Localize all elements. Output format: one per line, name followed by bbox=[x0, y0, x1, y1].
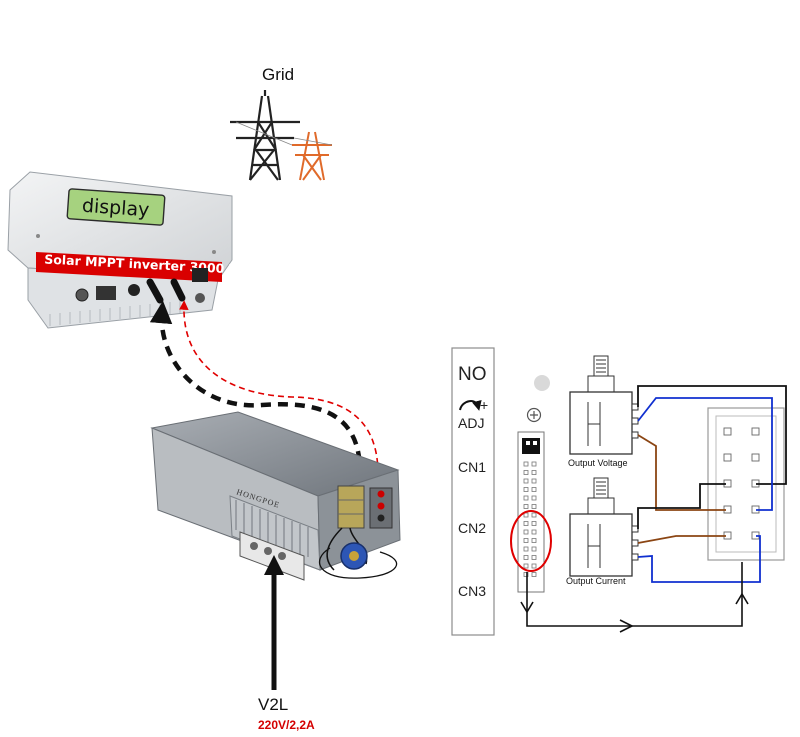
pot-output-current: Output Current bbox=[566, 477, 639, 586]
connector-pin bbox=[523, 470, 529, 475]
connector-pin bbox=[523, 555, 529, 560]
connector-pin bbox=[523, 512, 529, 518]
power-supply-unit: HONGPOE bbox=[150, 411, 401, 581]
control-wires bbox=[637, 385, 787, 583]
connector-pin bbox=[523, 572, 529, 577]
cn1-label: CN1 bbox=[458, 459, 486, 475]
header-pin bbox=[723, 427, 732, 436]
output-current-label: Output Current bbox=[566, 576, 626, 586]
v2l-label: V2L bbox=[258, 695, 288, 714]
connector-pin bbox=[523, 487, 529, 492]
connector-pin bbox=[531, 461, 537, 467]
connector-pin bbox=[531, 538, 537, 543]
connector-pin bbox=[531, 478, 537, 484]
inverter-connectors bbox=[75, 268, 208, 304]
v2l-rating-label: 220V/2,2A bbox=[258, 718, 315, 732]
status-led-icon bbox=[534, 375, 550, 391]
connector-pin bbox=[523, 461, 529, 467]
adjust-rotate-icon bbox=[459, 399, 482, 411]
black-dashed-cable bbox=[149, 300, 363, 479]
inverter-banner bbox=[36, 252, 222, 282]
v2l-input: V2L 220V/2,2A bbox=[258, 555, 315, 732]
potentiometer-icon bbox=[319, 527, 398, 579]
connector-pin bbox=[523, 478, 529, 484]
connector-pin bbox=[523, 529, 529, 535]
ac-terminal-block bbox=[239, 531, 305, 581]
pot-output-voltage: Output Voltage bbox=[568, 355, 639, 468]
no-label: NO bbox=[458, 364, 487, 385]
connector-pin bbox=[523, 563, 529, 569]
red-dashed-cable bbox=[179, 300, 379, 475]
connector-pin bbox=[531, 487, 537, 492]
output-voltage-label: Output Voltage bbox=[568, 458, 628, 468]
connector-pin bbox=[523, 504, 529, 509]
connector-pin bbox=[531, 546, 537, 552]
grid-label: Grid bbox=[262, 65, 294, 84]
cn2-label: CN2 bbox=[458, 520, 486, 536]
connector-pin bbox=[531, 555, 537, 560]
solar-inverter: display Solar MPPT inverter 3000 WP bbox=[7, 171, 252, 329]
header-pin bbox=[751, 427, 760, 436]
trimmer-icon bbox=[526, 407, 542, 423]
adj-plus-label: + bbox=[480, 397, 488, 413]
display-label: display bbox=[81, 195, 150, 222]
connector-pin bbox=[523, 521, 529, 526]
dc-output-terminals bbox=[369, 487, 393, 529]
connector-pin bbox=[531, 563, 537, 569]
connector-pin bbox=[531, 512, 537, 518]
connector-pin bbox=[531, 470, 537, 475]
cn3-label: CN3 bbox=[458, 583, 486, 599]
connector-pin bbox=[523, 495, 529, 501]
grid-group: Grid bbox=[230, 65, 333, 181]
connector-pin bbox=[531, 572, 537, 577]
connector-pin bbox=[531, 529, 537, 535]
cn2-highlight bbox=[510, 510, 552, 572]
header-pin bbox=[751, 453, 760, 462]
control-strip: NO + ADJ CN1 CN2 CN3 bbox=[451, 347, 495, 636]
inverter-display bbox=[66, 188, 166, 226]
connector-pin bbox=[523, 538, 529, 543]
connector-pin bbox=[523, 546, 529, 552]
header-pin bbox=[723, 453, 732, 462]
connector-pin bbox=[531, 521, 537, 526]
adj-label: ADJ bbox=[458, 415, 484, 431]
connector-pin bbox=[531, 495, 537, 501]
cn2-loop bbox=[520, 562, 749, 633]
power-tower-icon bbox=[230, 90, 333, 181]
connector-pin bbox=[531, 504, 537, 509]
